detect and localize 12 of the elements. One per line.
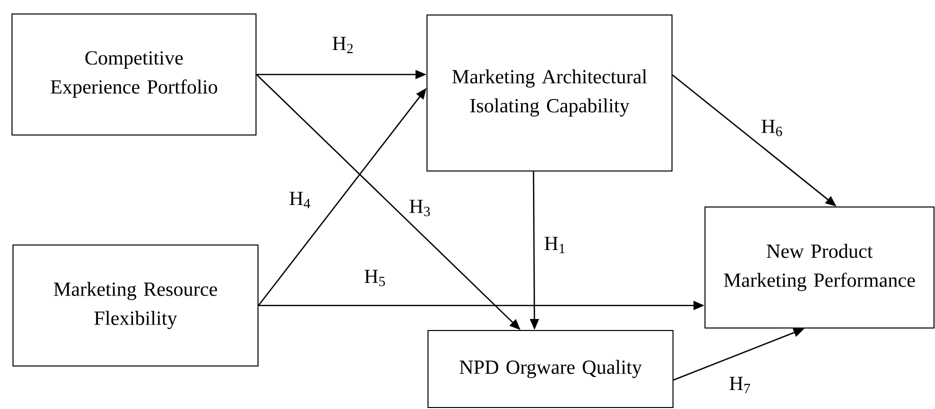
- construct-box: NPD Orgware Quality: [428, 330, 674, 408]
- construct-box: Competitive Experience Portfolio: [12, 14, 256, 136]
- construct-box: New Product Marketing Performance: [704, 206, 934, 328]
- edge-label: H$_{1}$: [543, 236, 567, 254]
- edge-label: H$_{2}$: [331, 36, 355, 54]
- edge-label: H$_{5}$: [363, 268, 387, 288]
- edge-label: H$_{3}$: [408, 198, 432, 218]
- construct-box: Marketing Architectural Isolating Capability: [426, 14, 672, 172]
- edge-label: H$_{7}$: [728, 376, 752, 394]
- construct-box: Marketing Resource Flexibility: [12, 244, 258, 366]
- edge-label: H$_{6}$: [760, 118, 784, 138]
- edge-label: H$_{4}$: [288, 190, 312, 210]
